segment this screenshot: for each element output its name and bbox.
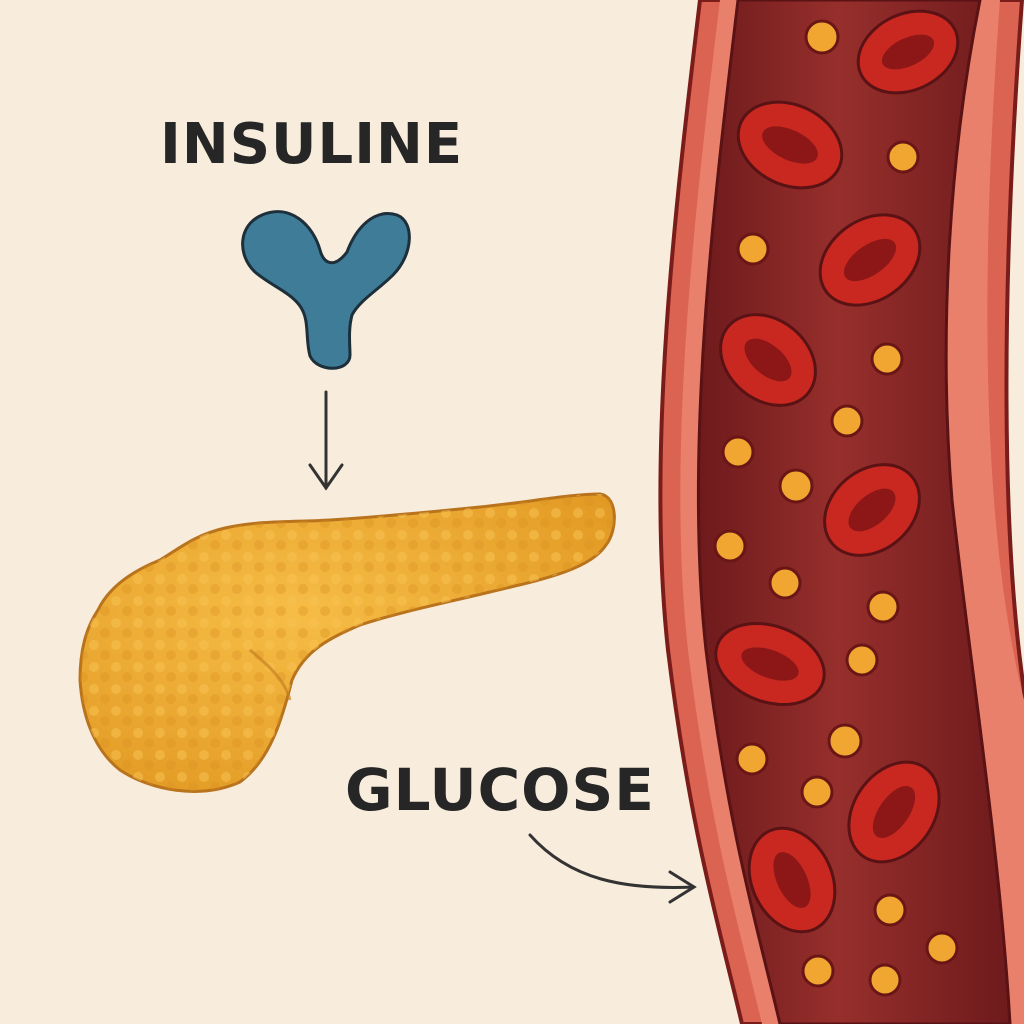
red-blood-cell: [847, 760, 941, 864]
glucose-particle: [845, 643, 879, 677]
red-blood-cell: [714, 621, 826, 707]
red-blood-cell: [719, 313, 817, 407]
insulin-label: INSULINE: [160, 112, 463, 177]
pancreas-fold: [249, 648, 292, 701]
glucose-particles: [713, 19, 959, 997]
glucose-particle: [721, 435, 755, 469]
arrow-shaft: [528, 833, 696, 889]
glucose-particle: [736, 232, 770, 266]
glucose-particle: [866, 590, 900, 624]
glucose-label: GLUCOSE: [345, 756, 655, 824]
insulin-to-pancreas-arrow: [308, 390, 344, 491]
arrow-head: [308, 463, 344, 491]
pancreas-organ: [78, 492, 616, 793]
glucose-particle: [830, 404, 864, 438]
red-blood-cell: [736, 100, 844, 190]
glucose-particle: [768, 566, 802, 600]
red-blood-cells: [714, 9, 960, 934]
glucose-particle: [868, 963, 902, 997]
glucose-particle: [713, 529, 747, 563]
glucose-particle: [800, 775, 834, 809]
glucose-particle: [870, 342, 904, 376]
glucose-particle: [827, 723, 863, 759]
glucose-particle: [873, 893, 907, 927]
red-blood-cell: [856, 9, 960, 95]
glucose-to-vessel-arrow: [528, 833, 697, 904]
insulin-molecule-icon: [241, 210, 411, 370]
red-blood-cell: [823, 463, 921, 557]
glucose-particle: [735, 742, 769, 776]
glucose-particle: [886, 140, 920, 174]
glucose-particle: [925, 931, 959, 965]
pancreas-texture: [80, 494, 615, 792]
glucose-particle: [801, 954, 835, 988]
glucose-particle: [804, 19, 840, 55]
insulin-molecule-shape: [241, 210, 411, 370]
glucose-particle: [778, 468, 814, 504]
red-blood-cell: [747, 826, 837, 934]
arrow-head: [668, 870, 697, 904]
red-blood-cell: [818, 213, 922, 307]
